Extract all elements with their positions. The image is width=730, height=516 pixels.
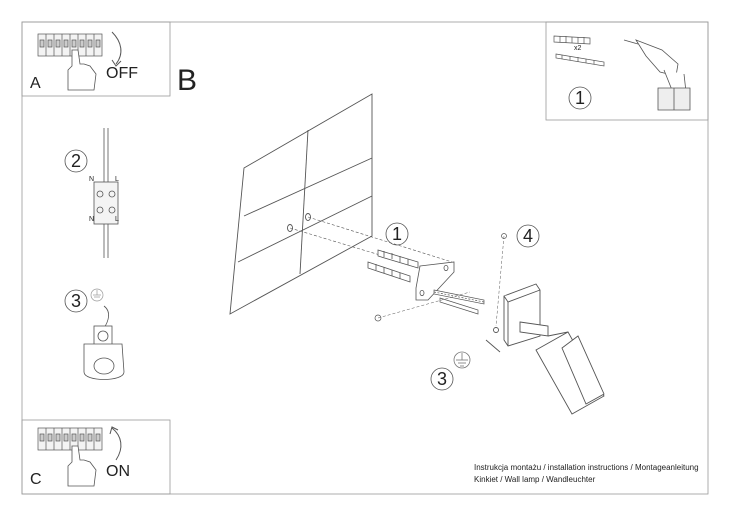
step-3-number: 3 [71,291,82,311]
panel-a-frame [21,21,171,97]
terminal-block-icon [93,128,119,258]
mounting-bracket-icon [415,261,455,301]
footer-line-2: Kinkiet / Wall lamp / Wandleuchter [474,475,596,484]
ground-terminal-icon [83,305,125,380]
quantity-label: x2 [574,45,582,52]
terminal-l-top: L [115,176,119,183]
panel-a-action: OFF [106,65,138,82]
screw-icon [374,233,507,327]
breaker-off-icon [37,33,103,57]
screw-small-icon [555,53,605,67]
lamp-body-icon [485,283,605,415]
ground-small-icon [90,288,104,302]
arrow-down-icon [111,31,122,67]
panel-b-letter: B [177,64,198,97]
terminal-n-bottom: N [89,216,95,223]
sheet-frame [21,21,709,495]
footer-line-1: Instrukcja montażu / installation instru… [474,463,699,472]
callout-1-number: 1 [392,224,403,244]
step-circle-2 [64,149,88,173]
step-circle-3 [64,289,88,313]
hand-c-icon [67,445,97,487]
drill-icon [623,39,691,111]
terminal-n-top: N [89,176,95,183]
step-2-number: 2 [71,151,82,171]
tools-panel-frame [545,21,709,121]
panel-c-action: ON [106,463,130,480]
arrow-up-icon [109,426,122,461]
wall-diagram [229,93,453,315]
tools-step-number: 1 [575,88,586,108]
callout-circles [385,222,540,391]
hand-icon [67,49,97,91]
callout-4-number: 4 [523,226,534,246]
terminal-l-bottom: L [115,216,119,223]
panel-c-letter: C [30,471,42,488]
step-circle [568,86,592,110]
panel-c-frame [21,419,171,495]
wall-plug-icon [367,249,419,283]
panel-a-letter: A [30,75,41,92]
breaker-on-icon [37,427,103,451]
wall-plug-small-icon [553,35,591,45]
callout-3-number: 3 [437,369,448,389]
ground-symbol-icon [453,351,471,369]
